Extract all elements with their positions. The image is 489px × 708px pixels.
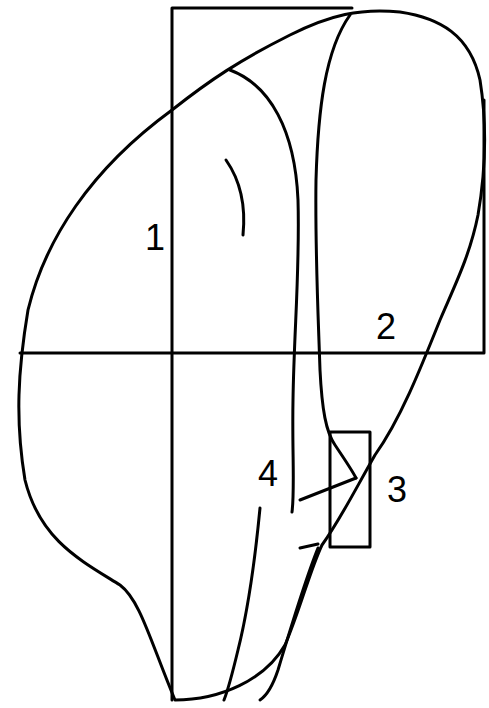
groove-line bbox=[316, 15, 356, 478]
callout-number: 3 bbox=[386, 472, 408, 508]
groove-line bbox=[224, 508, 260, 700]
groove-line bbox=[230, 70, 298, 512]
callout-number: 1 bbox=[144, 220, 166, 256]
reference-box bbox=[330, 432, 370, 547]
reference-line bbox=[20, 100, 484, 353]
callout-number: 2 bbox=[375, 309, 397, 345]
bone-outline bbox=[19, 11, 485, 700]
groove-line bbox=[226, 160, 244, 235]
groove-line bbox=[260, 544, 318, 700]
callout-number: 4 bbox=[257, 456, 279, 492]
groove-line bbox=[300, 478, 356, 500]
